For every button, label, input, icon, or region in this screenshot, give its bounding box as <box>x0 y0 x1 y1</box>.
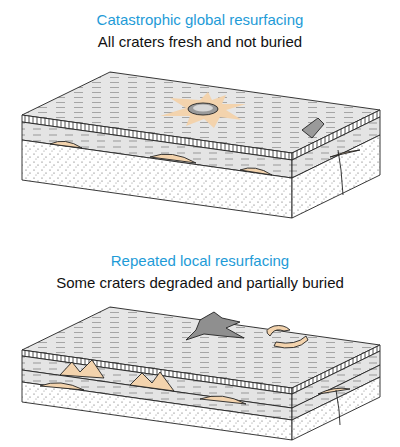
fault <box>338 150 343 195</box>
block-global <box>22 72 380 218</box>
partial-rim <box>274 336 308 348</box>
buried-crater <box>60 360 104 378</box>
basement-layer <box>292 377 380 440</box>
buried-lens <box>240 168 272 175</box>
buried-lens <box>40 383 84 390</box>
buried-lens <box>200 396 246 404</box>
basement-layer <box>22 382 292 440</box>
degraded-crater <box>186 312 244 340</box>
buried-lens <box>150 154 196 163</box>
block-local <box>22 307 380 440</box>
regolith-layer <box>22 350 292 394</box>
crater-floor <box>193 105 213 112</box>
fresh-crater <box>188 103 218 115</box>
panel-heading: Catastrophic global resurfacing <box>95 11 306 29</box>
fault <box>336 390 340 425</box>
buried-lens <box>318 388 350 394</box>
panel-subtitle: All craters fresh and not buried <box>96 33 304 51</box>
panel-subtitle: Some craters degraded and partially buri… <box>54 274 346 292</box>
panel-heading: Repeated local resurfacing <box>109 252 291 270</box>
ejecta-blanket <box>160 92 246 128</box>
partial-rim <box>267 326 290 337</box>
scarp <box>302 118 324 138</box>
buried-crater <box>130 372 174 391</box>
basement-layer <box>22 140 292 218</box>
buried-lens <box>50 141 82 148</box>
basement-layer <box>292 135 380 218</box>
buried-lens <box>330 150 360 157</box>
